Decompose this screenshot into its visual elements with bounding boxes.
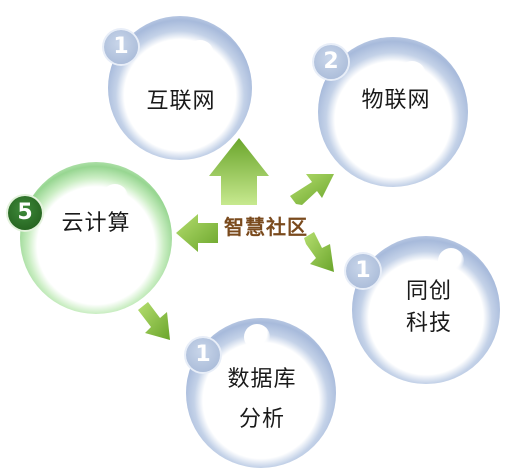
node-cloud-badge: 5 [8, 196, 42, 230]
node-tongchuang-badge: 1 [346, 254, 380, 288]
node-cloud: 5 云计算 [8, 162, 172, 314]
node-iot-label: 物联网 [361, 88, 431, 113]
node-iot: 2 物联网 [314, 37, 468, 187]
node-tongchuang-label-line1: 同创 [405, 279, 452, 304]
node-database-label-line2: 分析 [238, 407, 285, 432]
node-tongchuang: 1 同创 科技 [346, 236, 500, 384]
node-cloud-label: 云计算 [61, 211, 131, 236]
center-label: 智慧社区 [224, 215, 308, 239]
arrow-downright-tongchuang [304, 232, 334, 272]
arrow-up-internet [209, 138, 269, 205]
node-internet-label: 互联网 [146, 89, 216, 114]
node-iot-badge: 2 [314, 45, 348, 79]
node-internet: 1 互联网 [104, 16, 252, 160]
node-database: 1 数据库 分析 [186, 318, 336, 468]
node-tongchuang-label-line2: 科技 [405, 311, 452, 336]
node-database-label-line1: 数据库 [227, 367, 297, 392]
node-internet-badge: 1 [104, 30, 138, 64]
node-database-badge: 1 [186, 338, 220, 372]
arrow-left-cloud [176, 214, 218, 252]
arrow-upright-iot [290, 174, 334, 205]
arrow-down-database [138, 302, 170, 340]
